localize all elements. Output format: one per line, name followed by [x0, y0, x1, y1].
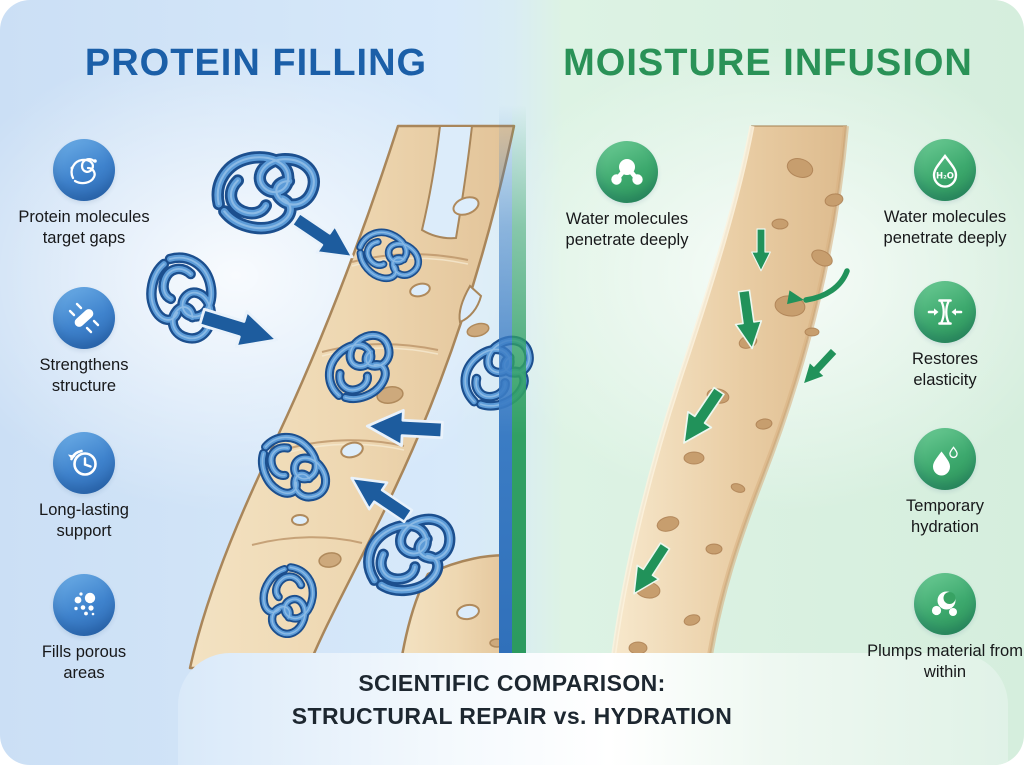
- svg-text:H₂O: H₂O: [936, 172, 954, 182]
- feature-label: Temporary hydration: [906, 497, 984, 536]
- protein-molecule-icon: [53, 139, 115, 201]
- feature-plumps-material: Plumps material from within: [860, 573, 1024, 682]
- right-panel-title: MOISTURE INFUSION: [563, 42, 973, 84]
- elasticity-arrows-icon: [914, 281, 976, 343]
- feature-label: Protein molecules target gaps: [18, 208, 150, 247]
- feature-strengthens: Strengthens structure: [19, 287, 149, 396]
- feature-label: Restores elasticity: [911, 350, 979, 389]
- divider-stripe-green: [512, 105, 526, 657]
- clock-history-icon: [53, 432, 115, 494]
- comparison-caption: SCIENTIFIC COMPARISON: STRUCTURAL REPAIR…: [0, 667, 1024, 733]
- feature-long-lasting: Long-lasting support: [19, 432, 149, 541]
- caption-line-1: SCIENTIFIC COMPARISON:: [358, 670, 666, 696]
- water-molecule-icon: [596, 141, 658, 203]
- feature-restores-elasticity: Restores elasticity: [885, 281, 1005, 390]
- h2o-droplet-icon: H₂O: [914, 139, 976, 201]
- porous-dots-icon: [53, 574, 115, 636]
- molecule-spheres-icon: [914, 573, 976, 635]
- feature-water-penetrates-inner: Water molecules penetrate deeply: [542, 141, 712, 250]
- caption-line-2: STRUCTURAL REPAIR vs. HYDRATION: [291, 703, 733, 729]
- strengthen-bandage-icon: [53, 287, 115, 349]
- feature-protein-target: Protein molecules target gaps: [0, 139, 168, 248]
- feature-temporary-hydration: Temporary hydration: [885, 428, 1005, 537]
- droplets-icon: [914, 428, 976, 490]
- feature-label: Strengthens structure: [39, 356, 129, 395]
- feature-water-penetrates-outer: H₂O Water molecules penetrate deeply: [860, 139, 1024, 248]
- feature-label: Water molecules penetrate deeply: [565, 210, 689, 249]
- feature-label: Water molecules penetrate deeply: [883, 208, 1007, 247]
- feature-label: Long-lasting support: [39, 501, 129, 540]
- divider-stripe-blue: [499, 105, 512, 657]
- left-panel-title: PROTEIN FILLING: [84, 42, 428, 84]
